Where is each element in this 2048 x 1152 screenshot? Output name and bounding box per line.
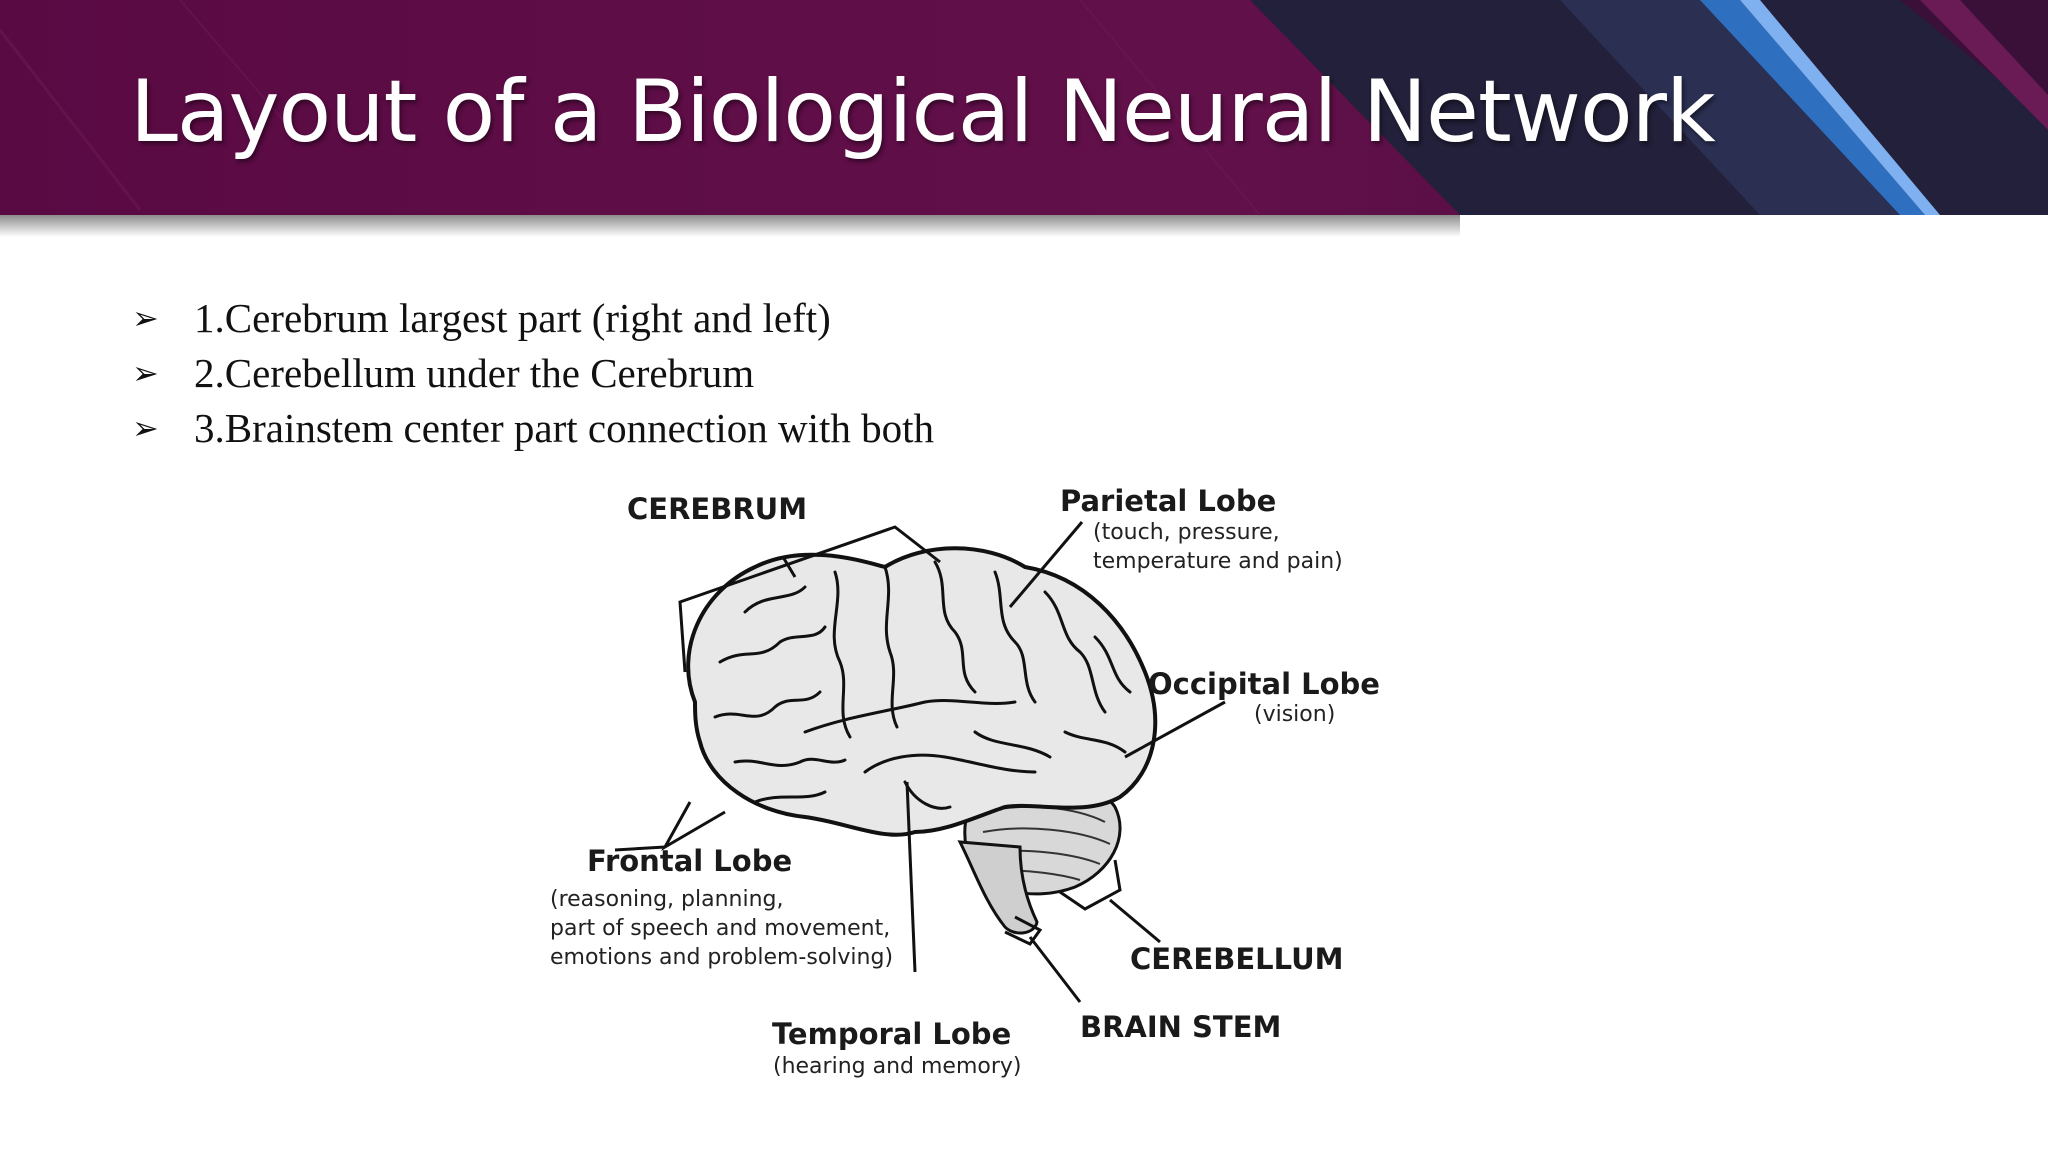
- brain-gyri: [713, 560, 1132, 810]
- brain-stem-shape: [957, 840, 1039, 935]
- bullet-item: ➢ 1.Cerebrum largest part (right and lef…: [132, 290, 934, 345]
- frontal-desc-line: (reasoning, planning,: [550, 887, 784, 912]
- label-temporal-lobe: Temporal Lobe: [772, 1017, 1012, 1051]
- parietal-desc-line: temperature and pain): [1093, 549, 1343, 574]
- frontal-desc-line: emotions and problem-solving): [550, 945, 894, 970]
- cerebrum-shape: [686, 546, 1158, 837]
- label-cerebrum: CEREBRUM: [627, 492, 808, 526]
- bullet-list: ➢ 1.Cerebrum largest part (right and lef…: [132, 290, 934, 455]
- label-parietal-lobe: Parietal Lobe: [1060, 484, 1277, 518]
- bullet-text: 1.Cerebrum largest part (right and left): [194, 294, 831, 341]
- label-occipital-desc: (vision): [1254, 702, 1336, 727]
- label-occipital-lobe: Occipital Lobe: [1148, 667, 1380, 701]
- arrowhead-bullet-icon: ➢: [132, 409, 159, 446]
- bullet-item: ➢ 2.Cerebellum under the Cerebrum: [132, 345, 934, 400]
- bullet-text: 2.Cerebellum under the Cerebrum: [194, 349, 755, 396]
- bullet-item: ➢ 3.Brainstem center part connection wit…: [132, 400, 934, 455]
- label-cerebellum: CEREBELLUM: [1130, 942, 1344, 976]
- slide-header-banner: [0, 0, 2048, 240]
- slide-title: Layout of a Biological Neural Network: [130, 62, 1716, 162]
- label-temporal-desc: (hearing and memory): [773, 1054, 1022, 1079]
- label-frontal-desc: (reasoning, planning, part of speech and…: [550, 885, 893, 972]
- bullet-text: 3.Brainstem center part connection with …: [194, 404, 935, 451]
- label-parietal-desc: (touch, pressure, temperature and pain): [1093, 518, 1343, 576]
- label-brain-stem: BRAIN STEM: [1080, 1010, 1282, 1044]
- arrowhead-bullet-icon: ➢: [132, 299, 159, 336]
- arrowhead-bullet-icon: ➢: [132, 354, 159, 391]
- label-frontal-lobe: Frontal Lobe: [587, 844, 793, 878]
- parietal-desc-line: (touch, pressure,: [1093, 520, 1280, 545]
- frontal-desc-line: part of speech and movement,: [550, 916, 891, 941]
- brain-illustration: [614, 521, 1226, 1003]
- label-leader-lines: [614, 521, 1226, 1003]
- brain-diagram: CEREBRUM Parietal Lobe (touch, pressure,…: [505, 472, 1405, 1092]
